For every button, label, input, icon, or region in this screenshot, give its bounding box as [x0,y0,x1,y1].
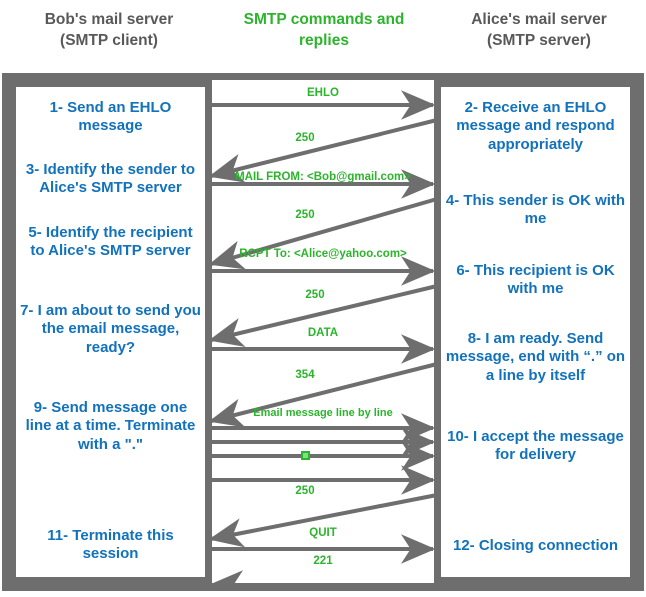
arrow-250-a [208,118,438,183]
arrow-250-d [208,493,438,548]
header-server-line1: Alice's mail server [471,11,607,28]
header-server-line2: (SMTP server) [487,31,591,49]
label-mail-from: MAIL FROM: <Bob@gmail.com> [235,171,411,183]
client-step-7: 7- I am about to send you the email mess… [20,302,201,356]
client-step-11: 11- Terminate this session [47,527,174,563]
label-354: 354 [295,369,315,381]
server-step-6: 6- This recipient is OK with me [456,262,615,298]
label-250-c: 250 [305,289,325,301]
label-ehlo: EHLO [307,87,339,99]
client-step-1: 1- Send an EHLO message [49,99,172,135]
header-middle-line1: SMTP commands and [243,11,405,28]
header-client-line2: (SMTP client) [60,31,158,49]
arrow-250-b [208,197,438,270]
client-step-9: 9- Send message one line at a time. Term… [25,399,196,453]
client-step-3: 3- Identify the sender to Alice's SMTP s… [25,161,196,197]
client-panel: 1- Send an EHLO message 3- Identify the … [9,80,212,584]
header-server: Alice's mail server (SMTP server) [436,10,642,52]
header-client-line1: Bob's mail server [44,11,174,28]
label-rcpt-to: RCPT To: <Alice@yahoo.com> [239,248,407,260]
arrow-250-c [208,284,438,347]
label-email-message: Email message line by line [253,407,393,419]
server-step-12: 12- Closing connection [452,537,618,554]
label-250-a: 250 [295,132,315,144]
message-wire-area [205,73,441,591]
server-panel: 2- Receive an EHLO message and respond a… [434,80,637,584]
client-step-5: 5- Identify the recipient to Alice's SMT… [28,224,193,260]
message-terminator-dot-icon [301,451,310,460]
label-quit: QUIT [309,527,337,539]
server-step-2: 2- Receive an EHLO message and respond a… [456,99,615,153]
diagram-headers: Bob's mail server (SMTP client) SMTP com… [0,0,646,73]
header-middle-line2: replies [299,31,349,49]
label-data: DATA [307,327,339,339]
header-client: Bob's mail server (SMTP client) [6,10,212,52]
label-250-b: 250 [295,209,315,221]
arrow-354 [208,362,438,428]
label-250-d: 250 [295,485,315,497]
server-step-4: 4- This sender is OK with me [445,192,626,228]
header-middle: SMTP commands and replies [214,10,434,52]
server-step-10: 10- I accept the message for delivery [447,428,624,464]
server-step-8: 8- I am ready. Send message, end with “.… [445,330,626,384]
label-221: 221 [313,555,333,567]
